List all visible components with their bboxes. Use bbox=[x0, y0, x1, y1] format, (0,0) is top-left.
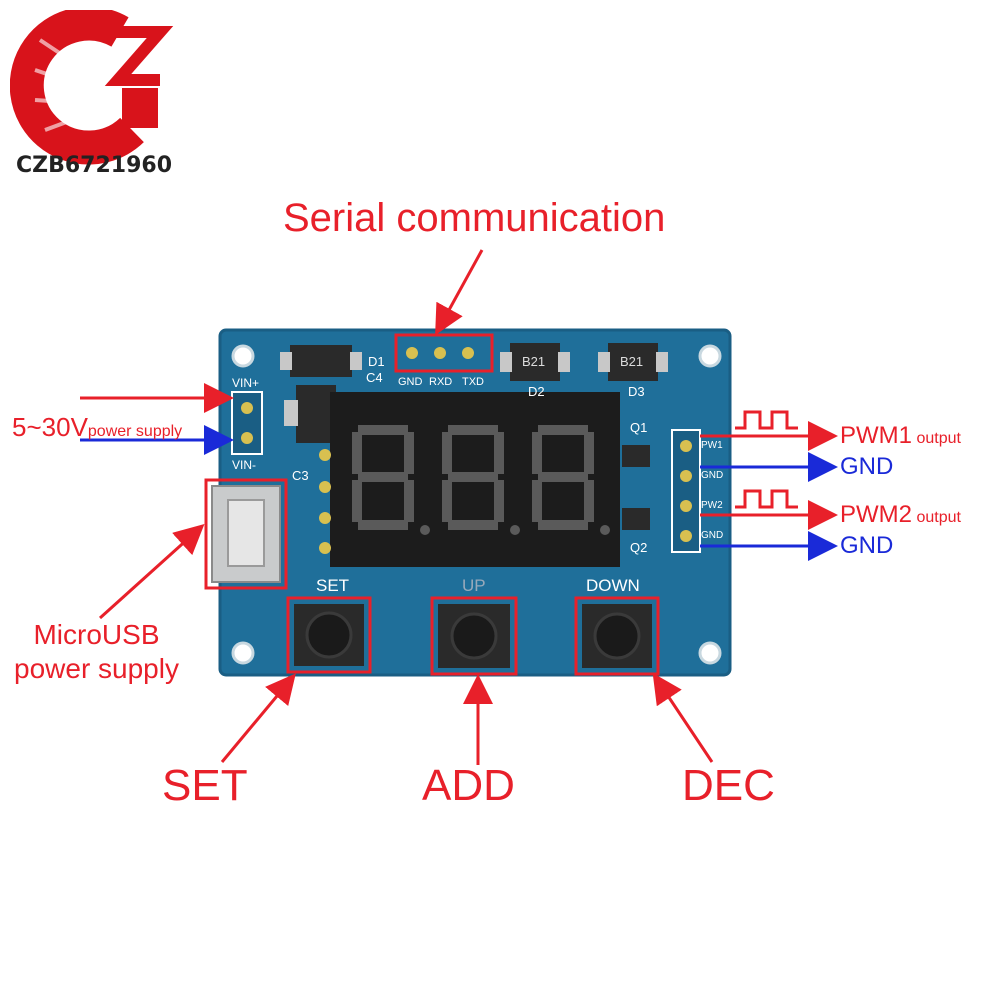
pwm2-text: PWM2 bbox=[840, 501, 912, 528]
out-pin-pw2: PW2 bbox=[701, 500, 723, 511]
mount-hole bbox=[698, 344, 722, 368]
set-arrow bbox=[220, 673, 296, 763]
serial-arrow bbox=[435, 249, 484, 336]
usb-arrow bbox=[98, 523, 205, 620]
silk-vin-plus: VIN+ bbox=[232, 376, 260, 390]
serial-pin-gnd: GND bbox=[398, 376, 423, 388]
pwm1-waveform bbox=[735, 410, 798, 430]
silk-c3: C3 bbox=[292, 468, 309, 483]
pwm2-label: PWM2 output bbox=[840, 503, 961, 527]
power-supply-text: power supply bbox=[87, 423, 183, 440]
silk-btn-down: DOWN bbox=[586, 576, 640, 595]
out-pin-pw1: PW1 bbox=[701, 440, 723, 451]
power-voltage: 5~30V bbox=[12, 412, 88, 442]
power-supply-label: 5~30Vpower supply bbox=[12, 414, 182, 441]
out-pin-gnd1: GND bbox=[701, 470, 724, 481]
dec-label: DEC bbox=[682, 761, 775, 810]
diode-d2 bbox=[510, 343, 560, 381]
gnd2-label: GND bbox=[840, 532, 894, 559]
serial-pin-rxd: RXD bbox=[429, 376, 453, 388]
silk-d3-marking: B21 bbox=[620, 354, 644, 369]
silk-q2: Q2 bbox=[630, 540, 648, 555]
silk-d2: D2 bbox=[528, 384, 545, 399]
vin-header bbox=[231, 391, 263, 455]
diode-d3 bbox=[608, 343, 658, 381]
microusb-label-line1: MicroUSB bbox=[33, 619, 160, 650]
mount-hole bbox=[231, 641, 255, 665]
serial-pin-txd: TXD bbox=[462, 376, 484, 388]
transistor-q2 bbox=[622, 508, 650, 530]
regulator bbox=[296, 385, 336, 443]
diode-d1 bbox=[290, 345, 352, 377]
microusb-port bbox=[204, 478, 288, 590]
logo: CZB6721960 bbox=[9, 6, 210, 185]
mount-hole bbox=[231, 344, 255, 368]
out-pin-gnd2: GND bbox=[701, 530, 724, 541]
dec-arrow bbox=[652, 673, 714, 763]
down-button-highlight bbox=[574, 596, 660, 676]
logo-text: CZB6721960 bbox=[16, 153, 173, 178]
silk-d1: D1 bbox=[368, 354, 385, 369]
silk-vin-minus: VIN- bbox=[232, 458, 256, 472]
silk-d2-marking: B21 bbox=[522, 354, 546, 369]
silk-btn-up: UP bbox=[462, 576, 486, 595]
display-digits bbox=[352, 425, 610, 535]
mount-hole bbox=[698, 641, 722, 665]
microusb-label-line2: power supply bbox=[14, 653, 179, 684]
serial-communication-title: Serial communication bbox=[283, 196, 666, 240]
up-button-highlight bbox=[430, 596, 518, 676]
pwm1-text: PWM1 bbox=[840, 422, 912, 449]
transistor-q1 bbox=[622, 445, 650, 467]
set-button-highlight bbox=[286, 596, 372, 674]
silk-c4: C4 bbox=[366, 370, 383, 385]
logo-mark bbox=[9, 6, 174, 165]
add-label: ADD bbox=[422, 761, 515, 810]
pwm2-output-text: output bbox=[916, 509, 961, 526]
gnd1-label: GND bbox=[840, 453, 894, 480]
pwm1-output-text: output bbox=[916, 430, 961, 447]
microusb-label: MicroUSB power supply bbox=[14, 618, 179, 686]
silk-d3: D3 bbox=[628, 384, 645, 399]
pwm1-label: PWM1 output bbox=[840, 424, 961, 448]
silk-btn-set: SET bbox=[316, 576, 350, 595]
set-label: SET bbox=[162, 761, 248, 810]
pwm2-waveform bbox=[735, 489, 798, 509]
silk-q1: Q1 bbox=[630, 420, 648, 435]
